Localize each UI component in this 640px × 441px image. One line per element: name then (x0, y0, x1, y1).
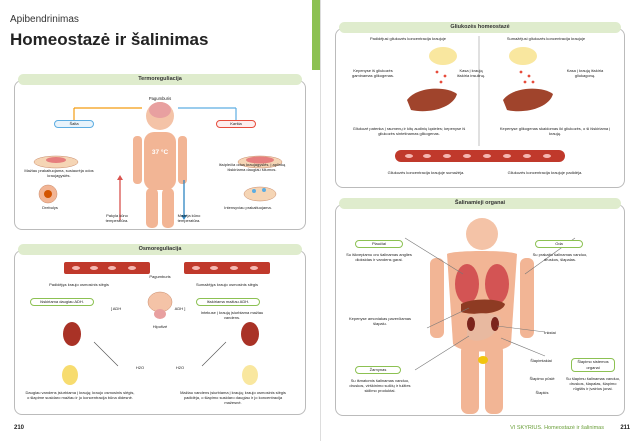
adh-left: [ ADH (110, 306, 122, 311)
h2o-right: H2O (175, 365, 185, 370)
cold-response: Mažiau prakaituojama, susiaurėja odos kr… (24, 168, 94, 178)
thermo-hypothalamus-label: Pagumburis (148, 96, 172, 101)
adh-right: ADH ] (174, 306, 186, 311)
osmo-hypothalamus-label: Pagumburis (149, 274, 171, 279)
intake-label: Intekuse į kraują įsiurbiama mažiau vand… (200, 310, 264, 320)
glucose-decrease-label: Gliukozės koncentracija kraujuje sumažėj… (387, 170, 465, 175)
glucose-increase-label: Gliukozės koncentracija kraujuje padidėj… (507, 170, 583, 175)
lungs-label: Plaučiai (355, 240, 403, 248)
running-footer: VI SKYRIUS. Homeostazė ir šalinimas (510, 425, 604, 431)
left-page: Apibendrinimas Homeostazė ir šalinimas T… (0, 0, 320, 441)
right-page-number: 211 (620, 425, 630, 431)
left-osmo-result: Daugiau vandens įsiurbiama į kraują; kra… (25, 390, 135, 400)
intestine-desc: Su išmatomis šalinamas vanduo, druskos, … (349, 378, 411, 393)
right-osmo-result: Mažiau vandens įsiurbiama į kraują; krau… (180, 390, 286, 405)
muscle-uptake-label: Gliukozė patenka į raumenų ir kitų audin… (352, 126, 466, 136)
glucose-title: Gliukozės homeostazė (339, 22, 621, 33)
insulin-label: Kasa į kraują išskiria insuliną. (456, 68, 485, 78)
glucose-high-label: Padidėjusi gliukozės koncentracija krauj… (369, 36, 447, 41)
temp-fall-label: Mažėja kūno temperatūra. (177, 213, 201, 223)
excretion-diagram (404, 218, 576, 414)
left-page-number: 210 (14, 425, 25, 431)
intestine-label: Žarnynas (355, 366, 401, 374)
header-band (0, 0, 320, 70)
liver-urea-desc: Kepenyse amoniakas paverčiamas šlapalu. (348, 316, 412, 326)
osmo-diagram (62, 262, 270, 385)
thermo-title: Termoreguliacija (18, 74, 302, 85)
thermo-diagram (33, 102, 283, 228)
hot-response: Išsiplečia odos kraujagyslės, į aplinką … (218, 162, 286, 172)
chapter-subtitle: Apibendrinimas (10, 14, 79, 25)
glucagon-label: Kasa į kraują išskiria gliukagoną. (566, 68, 604, 78)
liver-glycogen-label: Kepenyse iš gliukozės gaminamas glikogen… (351, 68, 395, 78)
body-temperature: 37 °C (151, 149, 169, 156)
hot-label: Karšta (216, 120, 256, 128)
page-title: Homeostazė ir šalinimas (10, 30, 209, 49)
glucose-diagram (395, 36, 565, 162)
bladder-label: Šlapimo pūslė (529, 376, 555, 381)
skin-label: Oda (535, 240, 583, 248)
glycogen-breakdown-label: Kepenyse glikogenas skaidomas iki gliuko… (499, 126, 611, 136)
osmo-title: Osmoreguliacija (18, 244, 302, 255)
pituitary-label: Hipofizė (152, 324, 168, 329)
urine-desc: Su šlapimu šalinamas vanduo, druskos, šl… (565, 376, 621, 391)
ureters-label: Šlapimtakiai (530, 358, 552, 363)
urinary-system-label: Šlapimo sistemos organai (571, 358, 615, 372)
right-page: Gliukozės homeostazė Padidėjusi gliukozė… (320, 0, 640, 441)
kidneys-label: Inkstai (544, 330, 556, 335)
skin-desc: Su prakaitu šalinamas vanduo, druskos, š… (532, 252, 588, 262)
excretion-title: Šalinamieji organai (339, 198, 621, 209)
temp-rise-label: Pakyla kūno temperatūra. (105, 213, 129, 223)
glucose-low-label: Sumažėjusi gliukozės koncentracija krauj… (506, 36, 586, 41)
high-osmotic-pressure: Padidėjęs kraujo osmosinis slėgis (49, 282, 109, 287)
h2o-left: H2O (135, 365, 145, 370)
low-osmotic-pressure: Sumažėjęs kraujo osmosinis slėgis (195, 282, 259, 287)
more-adh-label: Išskiriama daugiau ADH. (30, 298, 94, 306)
urethra-label: Šlapkis (535, 390, 549, 395)
shiver-label: Drebulys (42, 205, 58, 210)
lungs-desc: Su iškvepiamu oru šalinamas anglies diok… (346, 252, 412, 262)
less-adh-label: Išskiriama mažiau ADH. (196, 298, 260, 306)
sweat-label: Intensyviau prakaituojama. (224, 205, 272, 210)
cold-label: Šalta (54, 120, 94, 128)
